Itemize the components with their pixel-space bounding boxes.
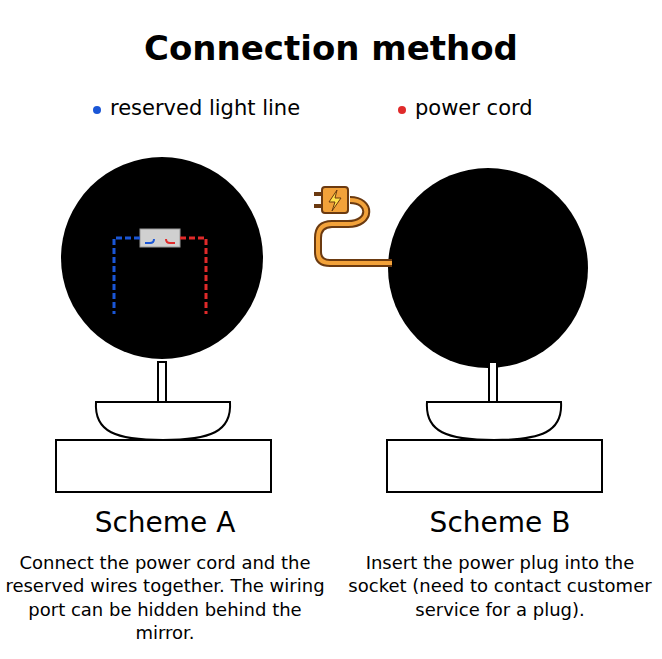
mirror-b xyxy=(388,168,588,368)
reserved-wiring xyxy=(114,229,206,314)
scheme-heading: Scheme A xyxy=(15,508,315,539)
legend-dot xyxy=(93,106,101,114)
scheme-heading: Scheme B xyxy=(345,508,655,539)
sink-a xyxy=(56,362,271,492)
sink-b xyxy=(387,362,602,492)
scheme-note: Connect the power cord and the reserved … xyxy=(5,551,325,645)
mirror-a xyxy=(61,157,263,359)
scheme-note: Insert the power plug into the socket (n… xyxy=(343,551,657,621)
legend-text: power cord xyxy=(415,96,533,120)
legend-dot xyxy=(398,106,406,114)
power-plug xyxy=(314,187,392,263)
legend-text: reserved light line xyxy=(110,96,300,120)
title: Connection method xyxy=(0,28,662,68)
